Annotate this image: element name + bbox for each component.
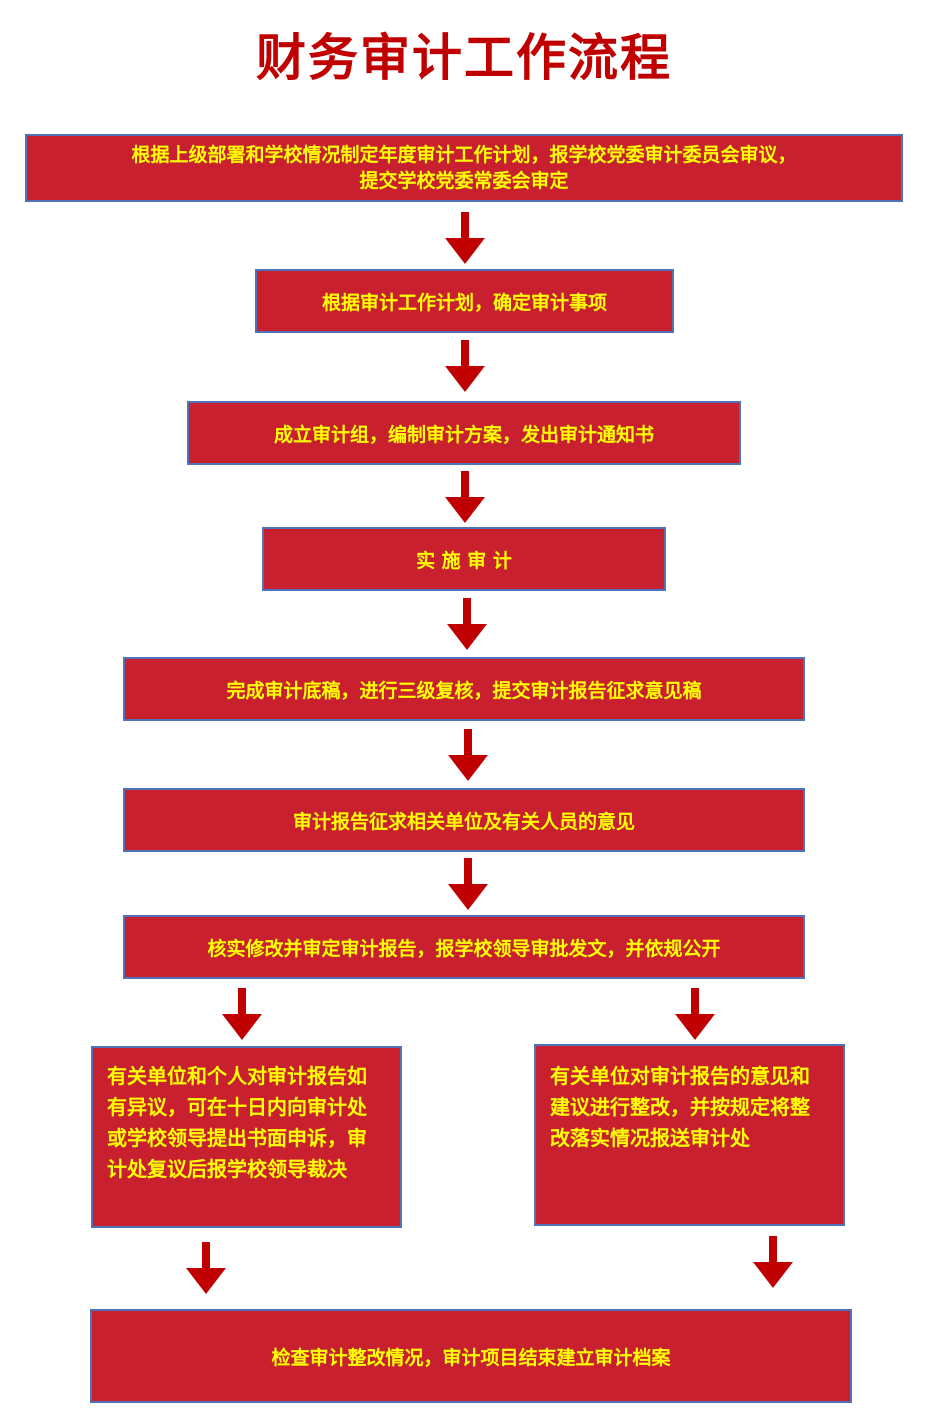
arrow-down-icon — [222, 988, 262, 1040]
step-6-text: 审计报告征求相关单位及有关人员的意见 — [292, 810, 635, 833]
step-1-line-1: 根据上级部署和学校情况制定年度审计工作计划，报学校党委审计委员会审议， — [131, 144, 797, 166]
step-7-box: 核实修改并审定审计报告，报学校领导审批发文，并依规公开 — [123, 915, 805, 979]
step-2-text: 根据审计工作计划，确定审计事项 — [321, 291, 607, 314]
final-step-box: 检查审计整改情况，审计项目结束建立审计档案 — [90, 1309, 852, 1403]
step-6-box: 审计报告征求相关单位及有关人员的意见 — [123, 788, 805, 852]
arrow-down-icon — [675, 988, 715, 1040]
step-4-text: 实 施 审 计 — [416, 549, 512, 572]
branch-right-text: 有关单位对审计报告的意见和建议进行整改，并按规定将整改落实情况报送审计处 — [550, 1064, 810, 1150]
final-step-text: 检查审计整改情况，审计项目结束建立审计档案 — [271, 1346, 671, 1369]
arrow-down-icon — [448, 858, 488, 910]
arrow-down-icon — [445, 212, 485, 264]
arrow-down-icon — [445, 340, 485, 392]
branch-right-box: 有关单位对审计报告的意见和建议进行整改，并按规定将整改落实情况报送审计处 — [534, 1044, 845, 1226]
step-4-box: 实 施 审 计 — [262, 527, 666, 591]
branch-left-text: 有关单位和个人对审计报告如有异议，可在十日内向审计处或学校领导提出书面申诉，审计… — [107, 1064, 367, 1181]
page-title: 财务审计工作流程 — [256, 29, 672, 87]
step-2-box: 根据审计工作计划，确定审计事项 — [255, 269, 674, 333]
step-1-line-2: 提交学校党委常委会审定 — [359, 170, 569, 192]
arrow-down-icon — [448, 729, 488, 781]
arrow-down-icon — [445, 471, 485, 523]
step-5-box: 完成审计底稿，进行三级复核，提交审计报告征求意见稿 — [123, 657, 805, 721]
branch-left-box: 有关单位和个人对审计报告如有异议，可在十日内向审计处或学校领导提出书面申诉，审计… — [91, 1046, 402, 1228]
step-1-box: 根据上级部署和学校情况制定年度审计工作计划，报学校党委审计委员会审议， 提交学校… — [25, 134, 903, 202]
step-3-text: 成立审计组，编制审计方案，发出审计通知书 — [273, 423, 654, 446]
arrow-down-icon — [753, 1236, 793, 1288]
step-3-box: 成立审计组，编制审计方案，发出审计通知书 — [187, 401, 741, 465]
arrow-down-icon — [186, 1242, 226, 1294]
arrow-down-icon — [447, 598, 487, 650]
step-5-text: 完成审计底稿，进行三级复核，提交审计报告征求意见稿 — [226, 679, 702, 702]
step-7-text: 核实修改并审定审计报告，报学校领导审批发文，并依规公开 — [207, 937, 721, 960]
